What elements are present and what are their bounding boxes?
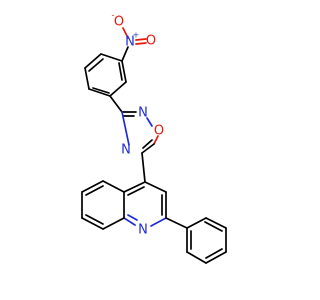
bond [121,46,129,62]
bond [85,214,104,225]
bond [102,217,125,230]
bond [121,60,127,83]
bond [165,217,188,229]
bond [150,217,167,227]
bond [144,181,167,193]
bond [122,27,129,39]
bond [121,111,130,146]
bond [109,95,123,113]
oxadiazole-nitrogen-right-atom: N [138,106,148,121]
nitrophenyl-ring [84,53,127,97]
bond [118,62,123,81]
phenyl-ring [165,217,227,264]
bond [123,181,146,193]
bond [88,58,104,72]
quinoline-nitrogen-atom: N [138,223,148,238]
oxadiazole-ring: N O N [109,95,164,183]
bond [84,53,102,69]
bond [135,38,147,41]
bond [186,251,207,264]
bond [92,87,110,94]
bond [100,53,123,62]
nitro-oxygen-top-atom: O [114,15,124,30]
bond [109,81,127,97]
bond [153,135,159,145]
bond [186,217,207,229]
bond [127,214,138,221]
bond [84,67,90,90]
bond [88,88,111,97]
bond [205,217,227,229]
oxadiazole-oxygen-atom: O [154,124,164,139]
bond [127,186,145,196]
bond [85,185,104,196]
bond [81,217,104,230]
bond [146,117,153,127]
bond [102,180,125,193]
bond [141,152,146,183]
bond [204,221,223,232]
bond [205,248,223,259]
bond [205,251,227,264]
nitro-oxygen-right-atom: O [146,34,156,49]
nitro-group: N + O - O [112,11,156,62]
quinoline-core: N [81,180,167,238]
bond [81,180,104,193]
bond [123,217,136,226]
bond [142,139,153,149]
nitro-nitrogen-atom: N [125,35,135,50]
nitro-nitrogen-charge: + [133,31,140,40]
nitro-oxygen-top-charge: - [112,11,115,20]
oxadiazole-nitrogen-left-atom: N [121,143,131,158]
molecule-structure-diagram: N + O - O N O N [81,11,227,264]
bond [135,42,147,45]
bond [141,143,155,154]
